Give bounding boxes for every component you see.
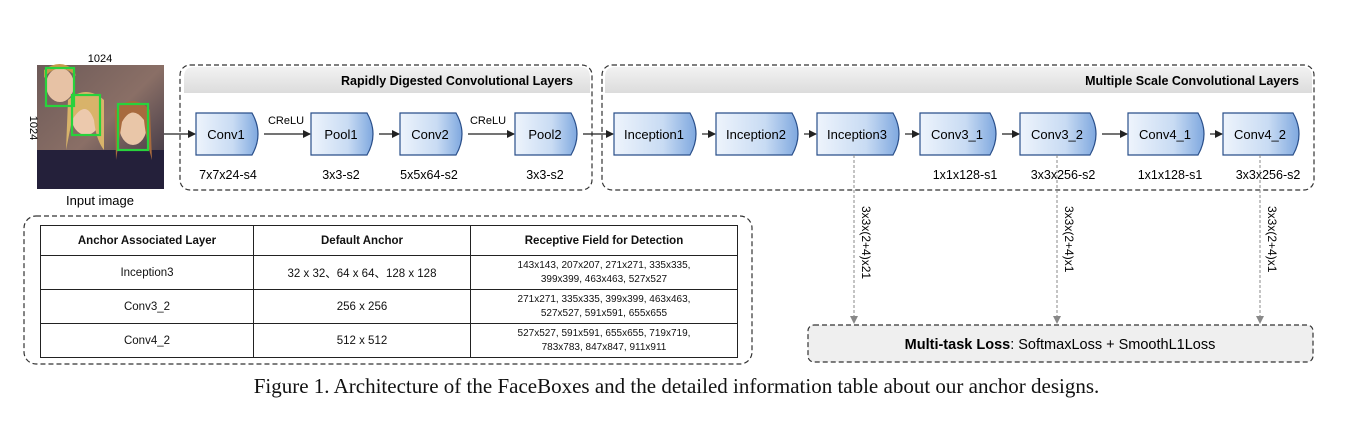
layer-spec: 3x3x256-s2 xyxy=(1236,168,1301,182)
rdcl-title: Rapidly Digested Convolutional Layers xyxy=(341,74,573,88)
figure-caption: Figure 1. Architecture of the FaceBoxes … xyxy=(253,374,1100,398)
layer-box-conv1 xyxy=(195,112,259,156)
table-cell-layer: Conv3_2 xyxy=(40,289,254,324)
loss-box: Multi-task Loss: SoftmaxLoss + SmoothL1L… xyxy=(807,324,1314,363)
layer-name: Conv4_2 xyxy=(1234,127,1286,142)
table-header-row: Anchor Associated Layer Default Anchor R… xyxy=(40,225,738,256)
layer-box-pool1 xyxy=(310,112,374,156)
layer-name: Conv3_2 xyxy=(1031,127,1083,142)
output-shape-label: 3x3x(2+4)x1 xyxy=(1062,206,1076,273)
crelu-label: CReLU xyxy=(470,115,506,127)
table-cell-rf: 271x271, 335x335, 399x399, 463x463, 527x5… xyxy=(470,289,738,324)
mscl-panel xyxy=(601,64,1315,191)
layer-box-pool2 xyxy=(514,112,578,156)
layer-spec: 3x3-s2 xyxy=(322,168,360,182)
table-row: Inception3 32 x 32、64 x 64、128 x 128 143… xyxy=(40,255,738,290)
layer-spec: 7x7x24-s4 xyxy=(199,168,257,182)
crelu-label: CReLU xyxy=(268,115,304,127)
layer-box-inception2 xyxy=(715,112,799,156)
layer-name: Conv4_1 xyxy=(1139,127,1191,142)
table-cell-layer: Conv4_2 xyxy=(40,323,254,358)
input-caption: Input image xyxy=(66,193,134,208)
input-width-label: 1024 xyxy=(88,53,112,65)
table-header: Anchor Associated Layer xyxy=(40,225,254,256)
layer-box-conv3-1 xyxy=(919,112,997,156)
layer-box-conv4-2 xyxy=(1222,112,1300,156)
layer-box-conv2 xyxy=(399,112,463,156)
layer-spec: 1x1x128-s1 xyxy=(933,168,998,182)
rf-line: 783x783, 847x847, 911x911 xyxy=(541,341,667,353)
layer-spec: 1x1x128-s1 xyxy=(1138,168,1203,182)
layer-spec: 5x5x64-s2 xyxy=(400,168,458,182)
layer-name: Pool1 xyxy=(324,127,357,142)
table-row: Conv4_2 512 x 512 527x527, 591x591, 655x… xyxy=(40,323,738,358)
layer-name: Pool2 xyxy=(528,127,561,142)
table-row: Conv3_2 256 x 256 271x271, 335x335, 399x… xyxy=(40,289,738,324)
output-shape-label: 3x3x(2+4)x21 xyxy=(859,206,873,279)
rf-line: 527x527, 591x591, 655x655 xyxy=(540,307,668,319)
table-cell-rf: 143x143, 207x207, 271x271, 335x335, 399x3… xyxy=(470,255,738,290)
layer-box-inception1 xyxy=(613,112,697,156)
layer-name: Inception1 xyxy=(624,127,684,142)
layer-spec: 3x3-s2 xyxy=(526,168,564,182)
table-header: Receptive Field for Detection xyxy=(470,225,738,256)
rdcl-panel xyxy=(179,64,593,191)
layer-name: Conv3_1 xyxy=(931,127,983,142)
rf-line: 527x527, 591x591, 655x655, 719x719, xyxy=(517,327,691,339)
mscl-title: Multiple Scale Convolutional Layers xyxy=(1085,74,1299,88)
rf-line: 271x271, 335x335, 399x399, 463x463, xyxy=(517,293,691,305)
svg-text:Multi-task Loss: SoftmaxLoss +: Multi-task Loss: SoftmaxLoss + SmoothL1L… xyxy=(905,337,1216,353)
output-shape-label: 3x3x(2+4)x1 xyxy=(1265,206,1279,273)
layer-box-inception3 xyxy=(816,112,900,156)
anchor-table-wrap: Anchor Associated Layer Default Anchor R… xyxy=(40,225,738,358)
rf-line: 143x143, 207x207, 271x271, 335x335, xyxy=(517,259,691,271)
table-cell-anchor: 256 x 256 xyxy=(253,289,471,324)
table-cell-anchor: 32 x 32、64 x 64、128 x 128 xyxy=(253,255,471,290)
anchor-table: Anchor Associated Layer Default Anchor R… xyxy=(40,225,738,358)
layer-box-conv3-2 xyxy=(1019,112,1097,156)
table-panel xyxy=(23,215,753,365)
layer-name: Inception2 xyxy=(726,127,786,142)
table-cell-layer: Inception3 xyxy=(40,255,254,290)
layer-box-conv4-1 xyxy=(1127,112,1205,156)
table-cell-anchor: 512 x 512 xyxy=(253,323,471,358)
layer-name: Conv1 xyxy=(207,127,245,142)
layer-name: Inception3 xyxy=(827,127,887,142)
table-cell-rf: 527x527, 591x591, 655x655, 719x719, 783x7… xyxy=(470,323,738,358)
rf-line: 399x399, 463x463, 527x527 xyxy=(540,273,668,285)
table-header: Default Anchor xyxy=(253,225,471,256)
input-height-label: 1024 xyxy=(27,116,39,140)
loss-bold: Multi-task Loss xyxy=(905,337,1011,353)
layer-name: Conv2 xyxy=(411,127,449,142)
layer-spec: 3x3x256-s2 xyxy=(1031,168,1096,182)
loss-rest: : SoftmaxLoss + SmoothL1Loss xyxy=(1010,337,1215,353)
input-image xyxy=(37,64,164,189)
